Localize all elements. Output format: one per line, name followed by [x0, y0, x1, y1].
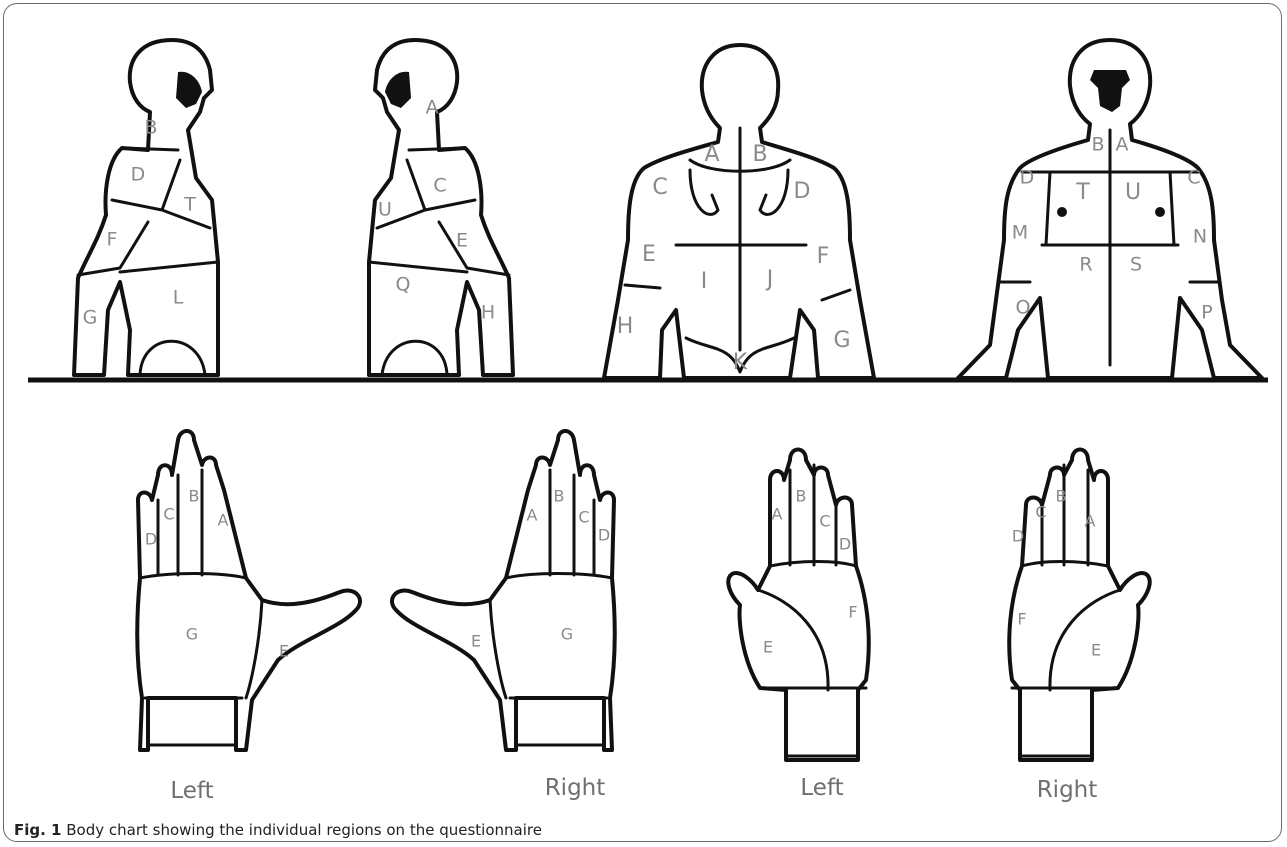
region-label: S	[1130, 254, 1142, 276]
region-label: A	[527, 506, 538, 525]
region-label: B	[144, 117, 157, 139]
region-label: D	[1012, 527, 1024, 546]
region-label: K	[733, 350, 748, 375]
figure-caption-label: Fig. 1	[14, 821, 61, 839]
region-label: D	[1020, 167, 1035, 189]
region-label: E	[279, 642, 289, 661]
hand-caption-right: Right	[1037, 777, 1098, 803]
region-label: A	[218, 511, 229, 530]
region-label: P	[1201, 302, 1212, 324]
region-label: B	[1056, 487, 1067, 506]
region-label: B	[796, 487, 807, 506]
region-label: C	[1035, 503, 1046, 522]
hand-caption-left: Left	[800, 775, 843, 801]
body-left-side-view: B D T F G L	[74, 40, 218, 375]
region-label: D	[145, 530, 157, 549]
region-label: J	[765, 267, 774, 292]
region-label: C	[652, 175, 667, 200]
region-label: H	[481, 302, 495, 324]
region-label: I	[701, 269, 708, 294]
region-label: O	[1016, 297, 1031, 319]
region-label: R	[1079, 254, 1092, 276]
region-label: E	[471, 632, 481, 651]
region-label: U	[1125, 180, 1141, 205]
region-label: T	[1075, 180, 1090, 205]
hand-caption-right: Right	[545, 775, 606, 801]
region-label: E	[763, 638, 773, 657]
region-label: D	[794, 179, 811, 204]
region-label: H	[617, 314, 634, 339]
region-label: T	[183, 194, 196, 216]
region-label: C	[163, 505, 174, 524]
region-label: B	[1091, 134, 1104, 156]
hand-left-back: D C B A G E	[137, 431, 360, 750]
region-label: C	[433, 175, 446, 197]
region-label: A	[1085, 512, 1096, 531]
region-label: A	[426, 97, 439, 119]
body-right-side-view: A C U E Q H	[369, 40, 513, 375]
region-label: F	[848, 603, 857, 622]
region-label: E	[1091, 641, 1101, 660]
region-label: E	[642, 242, 656, 267]
region-label: C	[578, 508, 589, 527]
region-label: C	[1187, 167, 1200, 189]
region-label: N	[1193, 226, 1207, 248]
region-label: D	[131, 164, 146, 186]
figure-caption: Fig. 1 Body chart showing the individual…	[14, 821, 542, 839]
region-label: L	[173, 287, 184, 309]
figure-caption-text: Body chart showing the individual region…	[66, 821, 542, 839]
region-label: A	[704, 142, 719, 167]
hand-caption-left: Left	[170, 778, 213, 804]
body-back-view: A B C D E F I J H G K	[604, 45, 874, 378]
region-label: G	[186, 625, 198, 644]
region-label: B	[189, 487, 200, 506]
region-label: E	[456, 230, 468, 252]
region-label: B	[554, 487, 565, 506]
region-label: B	[752, 142, 767, 167]
region-label: F	[107, 229, 118, 251]
region-label: G	[561, 625, 573, 644]
region-label: C	[819, 512, 830, 531]
hand-right-back: A B C D G E	[392, 431, 615, 750]
region-label: M	[1012, 222, 1028, 244]
body-chart-figure: B D T F G L A C U E Q H A B C D	[0, 0, 1287, 820]
hand-left-palm: A B C D F E	[728, 450, 868, 761]
region-label: G	[833, 328, 850, 353]
region-label: F	[817, 244, 830, 269]
region-label: G	[83, 307, 98, 329]
region-label: U	[378, 199, 392, 221]
body-front-view: B A D C T U M N R S O P	[958, 40, 1262, 378]
region-label: Q	[396, 274, 411, 296]
region-label: F	[1017, 610, 1026, 629]
region-label: D	[839, 535, 851, 554]
region-label: A	[1116, 134, 1129, 156]
region-label: A	[772, 505, 783, 524]
region-label: D	[598, 526, 610, 545]
hand-right-palm: D C B A F E	[1009, 450, 1149, 761]
